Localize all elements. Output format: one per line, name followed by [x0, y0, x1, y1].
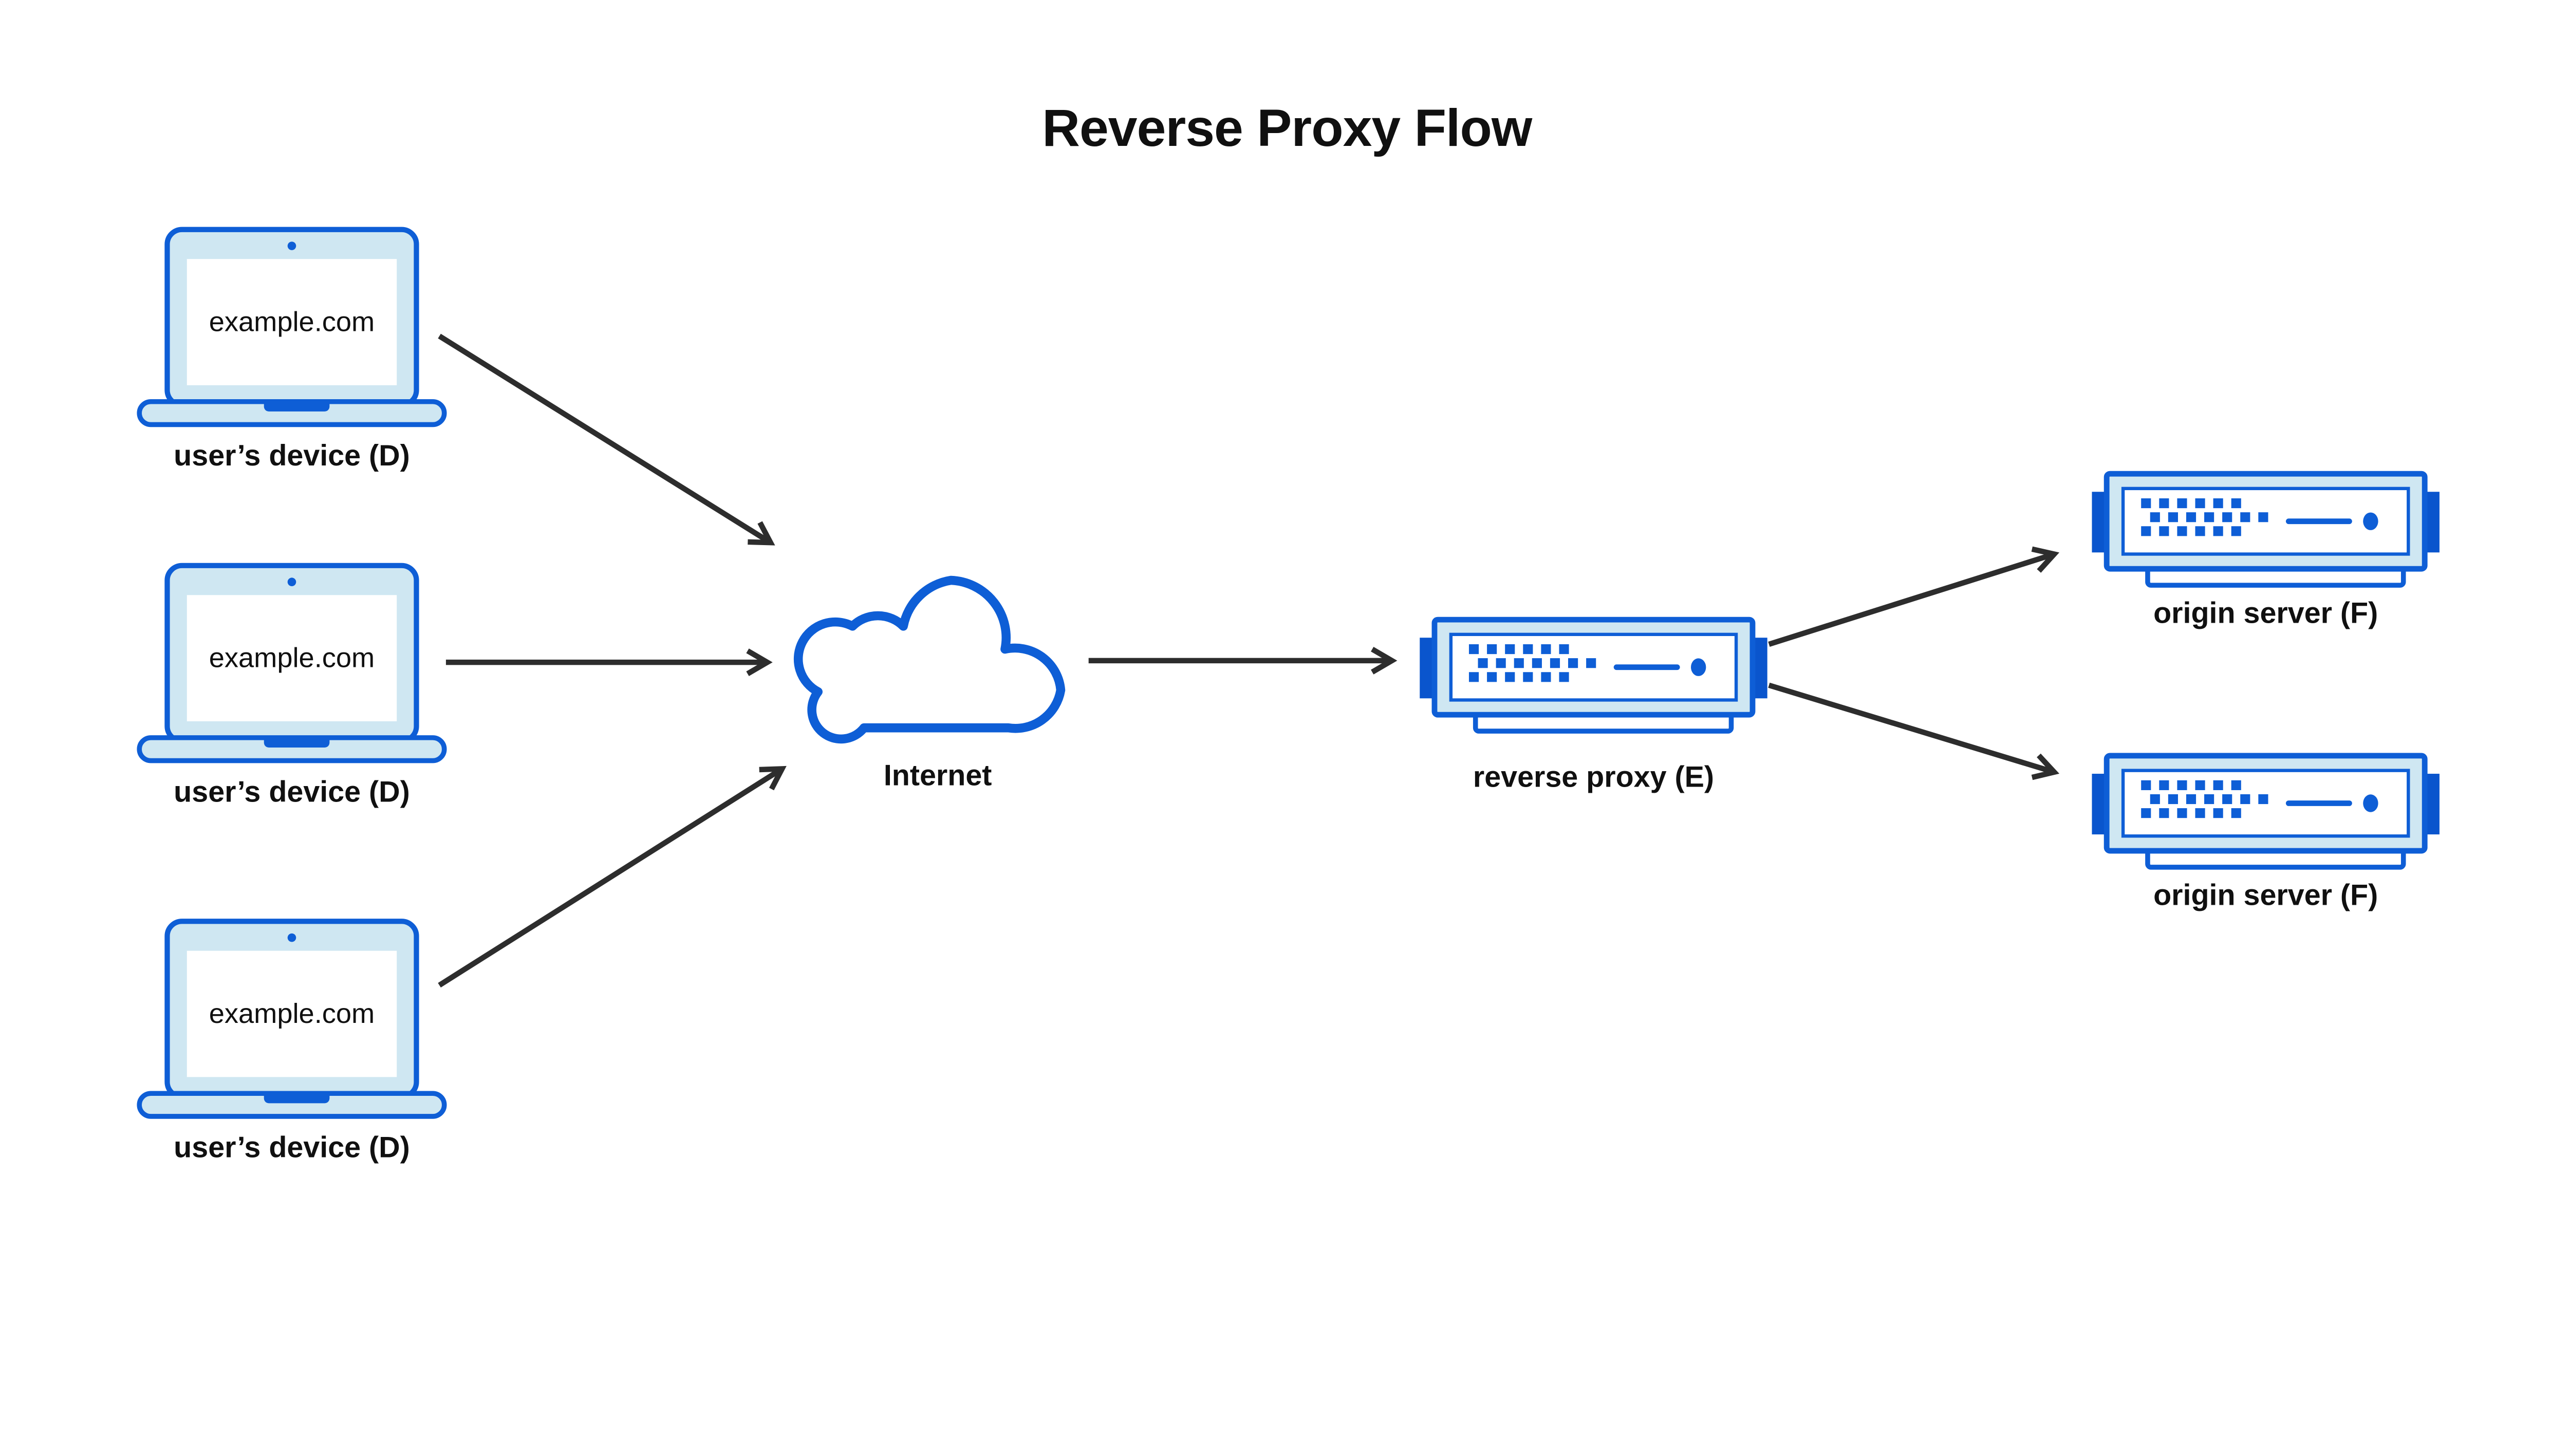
node-user-device-2: example.com user’s device (D)	[139, 566, 444, 808]
origin-server-label: origin server (F)	[2153, 879, 2378, 911]
page-title: Reverse Proxy Flow	[1042, 99, 1533, 157]
device-label: user’s device (D)	[174, 775, 410, 808]
server-icon	[2092, 474, 2439, 585]
node-user-device-1: example.com user’s device (D)	[139, 230, 444, 472]
node-user-device-3: example.com user’s device (D)	[139, 921, 444, 1164]
device-label: user’s device (D)	[174, 1131, 410, 1164]
node-origin-server-2: origin server (F)	[2092, 756, 2439, 911]
cloud-icon	[793, 575, 1066, 744]
diagram-canvas: Reverse Proxy Flow example.com user’s de…	[137, 98, 2443, 1164]
origin-server-label: origin server (F)	[2153, 597, 2378, 630]
reverse-proxy-flow-diagram: Reverse Proxy Flow example.com user’s de…	[137, 98, 2443, 1164]
flow-arrows	[438, 333, 2060, 988]
node-origin-server-1: origin server (F)	[2092, 474, 2439, 630]
node-internet: Internet	[793, 575, 1066, 792]
reverse-proxy-label: reverse proxy (E)	[1473, 761, 1714, 794]
internet-label: Internet	[884, 759, 992, 792]
arrow-proxy-to-origin2	[1768, 682, 2060, 780]
device-screen-url: example.com	[209, 307, 375, 338]
device-screen-url: example.com	[209, 998, 375, 1029]
server-icon	[2092, 756, 2439, 867]
arrow-device1-to-internet	[438, 333, 775, 546]
node-reverse-proxy: reverse proxy (E)	[1420, 620, 1767, 794]
server-icon	[1420, 620, 1767, 731]
arrow-proxy-to-origin1	[1768, 546, 2060, 647]
arrow-device3-to-internet	[438, 766, 787, 988]
device-label: user’s device (D)	[174, 439, 410, 472]
device-screen-url: example.com	[209, 643, 375, 674]
